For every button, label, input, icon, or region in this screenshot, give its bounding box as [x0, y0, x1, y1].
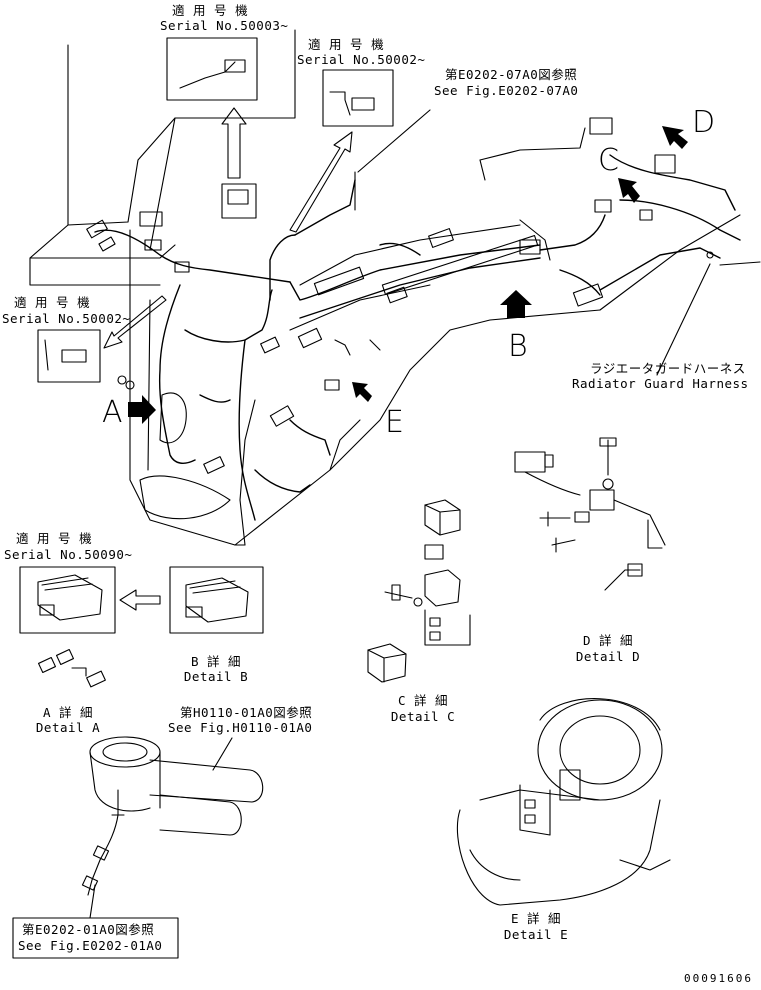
serial-detail-a-en: Serial No.50090~: [4, 547, 133, 562]
detail-c-parts: [367, 499, 471, 683]
ref-middle-jp: 第H0110-01A0図参照: [180, 705, 313, 720]
serial-top-2-jp: 適 用 号 機: [308, 37, 385, 52]
detail-d-parts: [514, 437, 666, 591]
detail-e-assembly: [456, 698, 671, 906]
ref-bottom-en: See Fig.E0202-01A0: [18, 938, 163, 953]
detail-b-en: Detail B: [183, 669, 249, 684]
view-letter-e: E: [385, 405, 404, 440]
drawing-number: 00091606: [684, 972, 753, 985]
detail-a-en: Detail A: [35, 720, 101, 735]
ref-middle-en: See Fig.H0110-01A0: [168, 720, 313, 735]
detail-e-en: Detail E: [503, 927, 569, 942]
detail-c-jp: C 詳 細: [397, 693, 449, 708]
serial-top-2-en: Serial No.50002~: [297, 52, 426, 67]
main-harness: [94, 154, 741, 521]
ref-top-jp: 第E0202-07A0図参照: [445, 67, 578, 82]
detail-e-jp: E 詳 細: [510, 911, 562, 926]
view-letter-d: D: [692, 105, 716, 140]
ref-bottom-jp: 第E0202-01A0図参照: [22, 922, 155, 937]
inset-serial-50002-top: [322, 69, 394, 127]
detail-c-en: Detail C: [390, 709, 456, 724]
serial-left-jp: 適 用 号 機: [14, 295, 91, 310]
view-letter-b: B: [508, 329, 528, 364]
leader-lines: [89, 109, 711, 919]
radiator-harness-jp: ラジエータガードハーネス: [590, 361, 746, 376]
radiator-harness-en: Radiator Guard Harness: [572, 376, 749, 391]
serial-detail-a-jp: 適 用 号 機: [16, 531, 93, 546]
inset-small-connector: [221, 183, 257, 219]
view-letter-a: A: [102, 395, 123, 430]
detail-a-b-parts: [37, 574, 249, 688]
ref-bottom-frame: [12, 917, 179, 959]
serial-left-en: Serial No.50002~: [2, 311, 131, 326]
detail-d-jp: D 詳 細: [582, 633, 634, 648]
ref-top-en: See Fig.E0202-07A0: [434, 83, 579, 98]
view-arrows: [128, 126, 688, 424]
detail-b-frame: [169, 566, 264, 634]
detail-d-en: Detail D: [575, 649, 641, 664]
detail-b-jp: B 詳 細: [190, 654, 242, 669]
main-view-components: [86, 117, 714, 474]
inset-serial-50002-left: [37, 329, 101, 383]
serial-top-1-jp: 適 用 号 機: [172, 3, 249, 18]
view-letter-c: C: [598, 143, 619, 178]
leader-arrows: [103, 107, 353, 611]
machine-body-outline: [29, 29, 761, 546]
detail-a-serial-frame: [19, 566, 116, 634]
exhaust-pipe-assembly: [81, 736, 264, 896]
serial-top-1-en: Serial No.50003~: [160, 18, 289, 33]
detail-a-jp: A 詳 細: [42, 705, 94, 720]
inset-serial-50003: [166, 37, 258, 101]
